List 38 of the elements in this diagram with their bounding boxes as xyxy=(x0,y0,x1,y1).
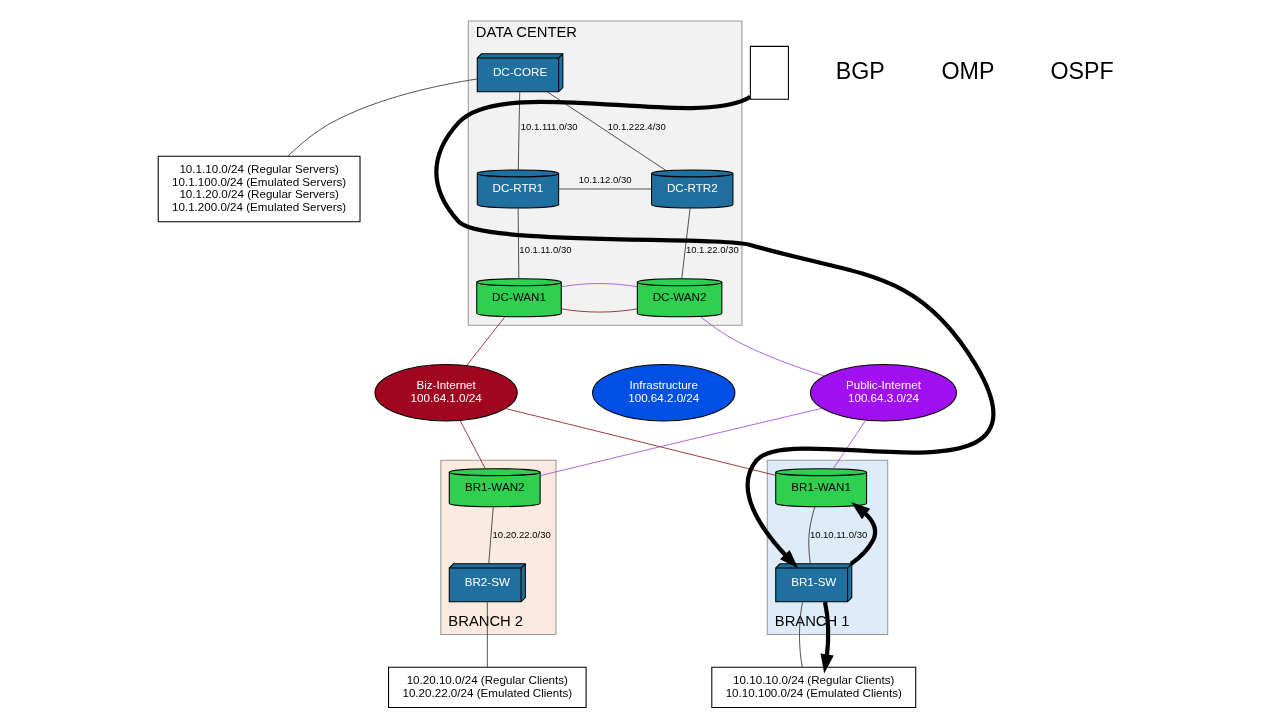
node-ellipse: Public-Internet 100.64.3.0/24 xyxy=(809,363,957,422)
edge-label: 10.1.222.4/30 xyxy=(607,121,666,133)
label: OSPF xyxy=(1049,57,1114,84)
arrow xyxy=(820,601,834,674)
connector xyxy=(486,601,488,668)
node-box xyxy=(749,45,789,100)
connector xyxy=(517,91,520,171)
connector xyxy=(459,420,486,470)
connector xyxy=(546,91,666,171)
arrow xyxy=(849,502,877,566)
edge-label: 10.1.22.0/30 xyxy=(685,243,739,255)
connector xyxy=(539,407,822,476)
label: BGP xyxy=(835,57,885,84)
node-ellipse: Biz-Internet 100.64.1.0/24 xyxy=(373,363,518,422)
connector xyxy=(807,506,815,564)
node-box: 10.20.10.0/24 (Regular Clients) 10.20.22.0/24 (Emulated Clients) xyxy=(387,666,587,708)
connector xyxy=(465,316,505,366)
edge-label: 10.1.11.0/30 xyxy=(518,243,571,255)
edge-label: 10.10.11.0/30 xyxy=(809,528,867,540)
connector xyxy=(560,308,638,313)
connector xyxy=(560,283,638,288)
label: OMP xyxy=(941,57,994,84)
arrow xyxy=(433,94,994,569)
connector xyxy=(680,207,691,279)
connector xyxy=(699,316,825,377)
node-ellipse: Infrastructure 100.64.2.0/24 xyxy=(591,363,735,422)
connector xyxy=(798,601,803,668)
connector xyxy=(504,408,776,476)
connector xyxy=(557,188,652,190)
node-box: 10.1.10.0/24 (Regular Servers) 10.1.100.0/24 (Emulated Servers) 10.1.20.0/24 (Regular Servers) 10.1.200.0/24 (Emulated Servers) xyxy=(157,155,361,223)
connector xyxy=(832,420,866,470)
edge-label: 10.20.22.0/30 xyxy=(492,528,551,540)
edge-label: 10.1.12.0/30 xyxy=(578,173,632,185)
edge-label: 10.1.111.0/30 xyxy=(520,121,577,133)
connector xyxy=(517,207,519,279)
connector xyxy=(287,78,478,157)
node-box: 10.10.10.0/24 (Regular Clients) 10.10.100.0/24 (Emulated Clients) xyxy=(710,666,916,708)
connector xyxy=(487,506,494,565)
